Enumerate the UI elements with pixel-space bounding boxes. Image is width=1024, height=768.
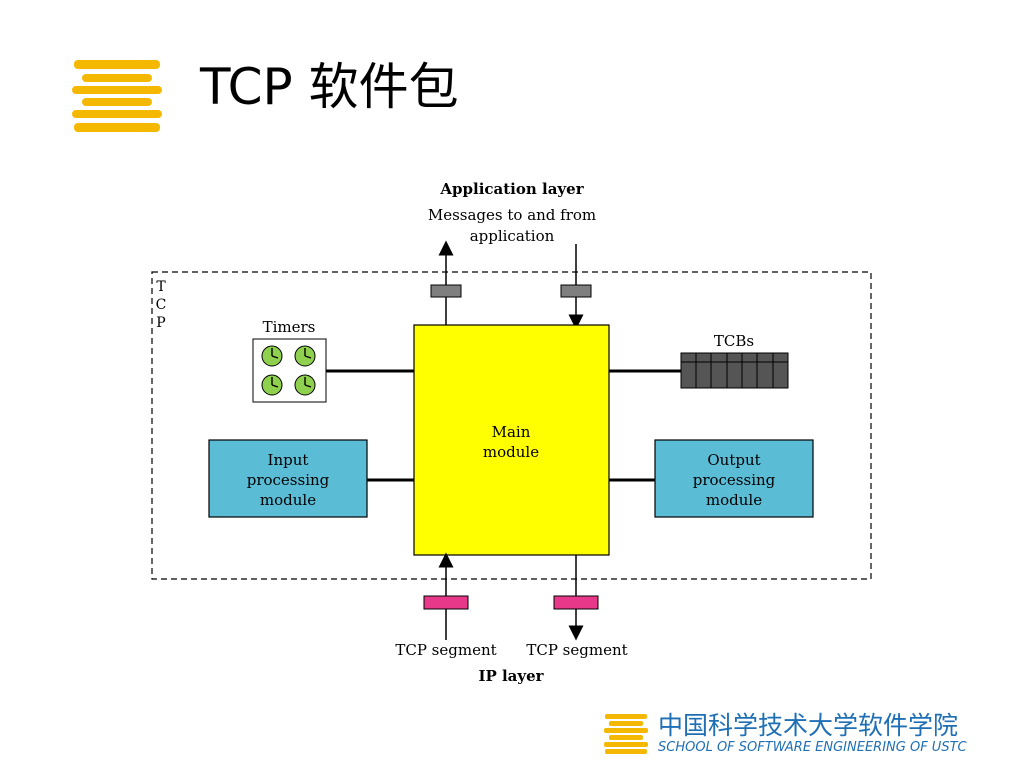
app-buffer-left [430,284,462,298]
messages-label-line1: Messages to and from [428,206,596,224]
tcp-letter-p: P [156,315,165,331]
timers-label: Timers [263,318,316,336]
clock-icon [261,374,283,396]
ip-buffer-right [553,595,599,610]
output-processing-module [654,439,814,518]
tcbs-label: TCBs [714,332,754,350]
school-name: 中国科学技术大学软件学院 [658,711,959,740]
output-module-line3: module [706,491,762,509]
main-module [413,324,610,556]
footer-school-logo [604,714,648,754]
school-english-name: SCHOOL OF SOFTWARE ENGINEERING OF USTC [658,740,967,755]
output-module-line2: processing [693,471,776,489]
tcp-letter-c: C [156,297,167,313]
tcp-segment-out-label: TCP segment [526,641,627,659]
ip-layer-label: IP layer [478,667,544,685]
timers-box [252,338,327,403]
clock-icon [261,345,283,367]
output-module-line1: Output [707,451,760,469]
messages-label-line2: application [470,227,555,245]
slide-title: TCP 软件包 [200,58,459,116]
input-module-line1: Input [268,451,309,469]
app-buffer-right [560,284,592,298]
input-module-line3: module [260,491,316,509]
main-module-label-line2: module [483,443,539,461]
tcp-segment-in-label: TCP segment [395,641,496,659]
tcp-boundary [151,271,872,580]
tcbs-table [680,352,789,389]
clock-icon [294,345,316,367]
ip-buffer-left [423,595,469,610]
tcp-letter-t: T [156,279,166,295]
input-processing-module [208,439,368,518]
school-logo [72,60,162,132]
clock-icon [294,374,316,396]
input-module-line2: processing [247,471,330,489]
application-layer-label: Application layer [439,180,584,198]
main-module-label-line1: Main [492,423,531,441]
